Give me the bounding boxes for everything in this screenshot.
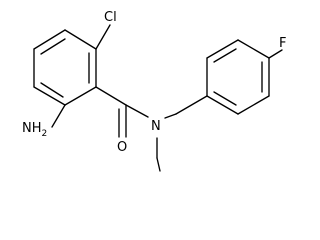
bond-nitrogen-ch2 (164, 113, 177, 119)
molecule-diagram: Cl F N O NH2 (22, 10, 286, 172)
fluorine-label: F (279, 36, 286, 51)
amine-n-label: N (22, 121, 32, 136)
amine-label: NH2 (22, 121, 47, 139)
bond (64, 29, 97, 50)
amine-h-label: H (32, 121, 42, 136)
bond-ring-carbonyl (95, 86, 127, 106)
double-bond-inner (40, 82, 64, 98)
double-bond-inner (213, 48, 237, 63)
bond-ring-fluorine (268, 49, 283, 59)
bond-nitrogen-methyl (156, 157, 161, 172)
bond (64, 86, 97, 106)
chlorine-label: Cl (104, 10, 117, 25)
double-bond-inner (40, 38, 66, 55)
bond-carbonyl-nitrogen (125, 104, 149, 118)
bond (206, 39, 239, 59)
oxygen-label: O (117, 140, 127, 155)
structure-canvas: Cl F N O NH2 (22, 10, 287, 172)
bond-ring-amine (51, 104, 66, 128)
bond-ch2-ring (175, 95, 208, 115)
bond (33, 29, 66, 50)
amine-h-count: 2 (42, 129, 48, 139)
bond (206, 95, 239, 115)
bond (237, 95, 270, 115)
bond (33, 86, 66, 106)
double-bond-inner (213, 91, 237, 106)
nitrogen-label: N (151, 119, 161, 134)
right-benzene-ring (206, 39, 270, 115)
bond (237, 39, 270, 59)
bond-ring-chlorine (95, 24, 111, 50)
left-benzene-ring (33, 29, 97, 106)
